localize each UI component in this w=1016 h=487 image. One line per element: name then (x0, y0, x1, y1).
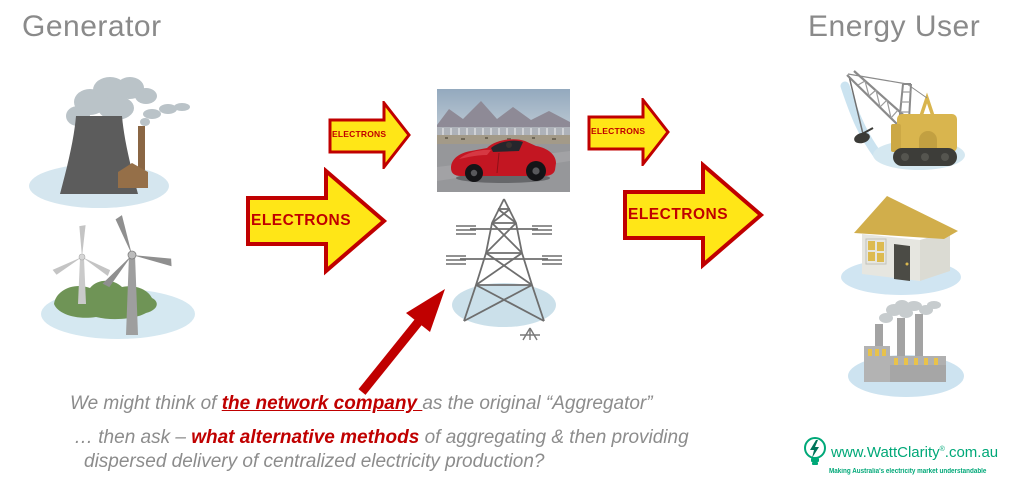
electrons-arrow-small-left: ELECTRONS (328, 101, 412, 169)
logo-tagline: Making Australia's electricity market un… (829, 468, 987, 475)
transmission-tower-illustration (440, 193, 568, 341)
electrons-arrow-large-right: ELECTRONS (623, 161, 765, 271)
red-car-icon (437, 89, 570, 192)
transmission-tower-icon (446, 198, 562, 327)
electric-car-photo (437, 89, 570, 192)
crane-illustration (835, 62, 970, 174)
caption-line-2-post: of aggregating & then providing (419, 427, 689, 448)
electrons-arrow-small-right: ELECTRONS (587, 98, 671, 166)
house-illustration (838, 184, 993, 302)
caption-line-2-pre: … then ask – (74, 427, 192, 448)
caption-line-1-pre: We might think of (70, 393, 222, 414)
small-pylon-tip-icon (517, 327, 543, 341)
electrons-label: ELECTRONS (628, 206, 729, 223)
factory-illustration (842, 300, 987, 406)
house-icon (841, 196, 961, 295)
coal-power-station-icon (29, 77, 190, 208)
electrons-label: ELECTRONS (251, 212, 352, 229)
factory-icon (848, 300, 964, 397)
wind-turbines-icon (41, 215, 195, 339)
lightbulb-bolt-icon (804, 437, 826, 465)
generator-title: Generator (22, 10, 162, 43)
logo-url-suffix: .com.au (944, 443, 999, 461)
mining-crane-icon (840, 70, 965, 170)
caption-line-2-highlight: what alternative methods (191, 427, 420, 448)
logo-url-main: www.WattClarity (831, 443, 940, 461)
arrow-right-icon (246, 167, 388, 276)
wattclarity-logo: www.WattClarity®.com.au Making Australia… (803, 437, 1004, 475)
pointer-arrow-icon (358, 289, 445, 395)
arrow-right-icon (587, 98, 670, 166)
energy-user-title: Energy User (808, 10, 981, 43)
electrons-arrow-large-left: ELECTRONS (246, 167, 388, 277)
caption-line-1-highlight: the network company (221, 393, 423, 414)
arrow-right-icon (623, 161, 765, 270)
electrons-label: ELECTRONS (591, 126, 646, 136)
caption-line-1: We might think of the network company as… (70, 392, 653, 416)
caption-line-3: dispersed delivery of centralized electr… (84, 451, 545, 472)
arrow-right-icon (328, 101, 411, 169)
red-pointer-arrow (348, 284, 460, 399)
logo-url[interactable]: www.WattClarity®.com.au (831, 444, 998, 461)
wind-farm-illustration (12, 208, 212, 350)
caption-line-2: … then ask – what alternative methods of… (74, 426, 689, 450)
logo-reg-mark: ® (939, 445, 945, 453)
caption-line-1-post: as the original “Aggregator” (422, 393, 653, 414)
power-station-illustration (18, 64, 213, 214)
electrons-label: ELECTRONS (332, 129, 387, 139)
